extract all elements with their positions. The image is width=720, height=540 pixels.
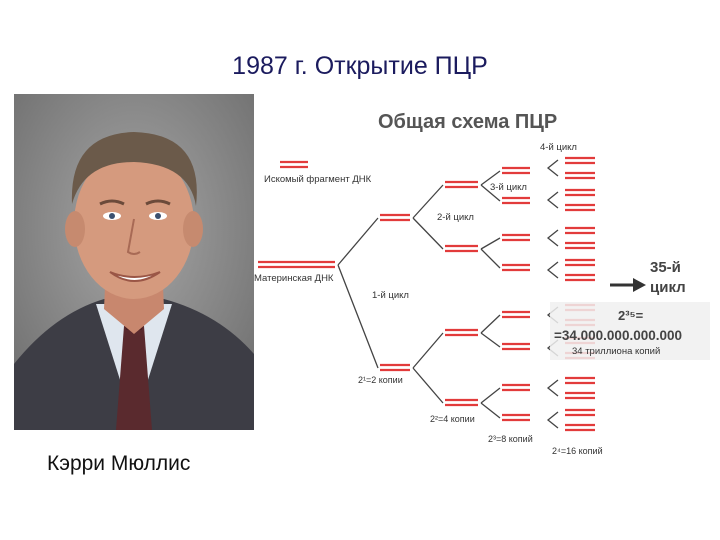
photo-caption: Кэрри Мюллис xyxy=(47,452,191,475)
slide-title: 1987 г. Открытие ПЦР xyxy=(232,52,488,80)
legend-fragment-label: Искомый фрагмент ДНК xyxy=(264,174,372,185)
cycle2-label: 2-й цикл xyxy=(437,212,474,223)
cycle4-label: 4-й цикл xyxy=(540,142,577,153)
cycle1-label: 1-й цикл xyxy=(372,290,409,301)
copies16-label: 2⁴=16 копий xyxy=(552,446,603,456)
result-power: 2³⁵= xyxy=(618,308,644,323)
copies2-label: 2¹=2 копии xyxy=(358,375,403,385)
cycle35-label-2: цикл xyxy=(650,279,686,296)
maternal-dna-label: Материнская ДНК xyxy=(254,273,334,284)
scheme-title: Общая схема ПЦР xyxy=(378,111,557,133)
pcr-scheme-diagram: Общая схема ПЦР Искомый фрагмент ДНК Мат… xyxy=(250,100,720,470)
copies4-label: 2²=4 копии xyxy=(430,414,475,424)
cycle3-label: 3-й цикл xyxy=(490,182,527,193)
result-number: =34.000.000.000.000 xyxy=(554,328,682,343)
cycle35-label-1: 35-й xyxy=(650,259,681,276)
result-text: 34 триллиона копий xyxy=(572,346,660,357)
copies8-label: 2³=8 копий xyxy=(488,434,533,444)
portrait-photo xyxy=(14,94,254,430)
